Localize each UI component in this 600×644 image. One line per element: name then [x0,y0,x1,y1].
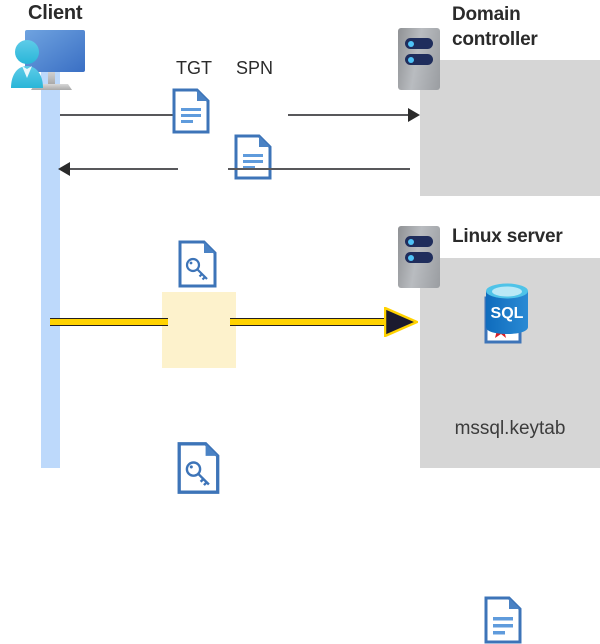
sql-database-icon: SQL [483,282,531,341]
rack-led [408,40,414,47]
service-ticket-highlight-box [162,292,236,368]
response-arrow-segment-left [70,168,178,170]
domain-controller-box [420,60,600,196]
response-arrow-head-icon [58,162,70,176]
domain-controller-title-line1: Domain [452,4,521,25]
linux-server-rack-icon [398,226,440,288]
service-ticket-arrow-segment-right [230,318,394,326]
rack-led [408,238,414,245]
request-arrow-segment-right [288,114,410,116]
domain-controller-title-line2: controller [452,29,538,50]
keytab-file-label: mssql.keytab [454,418,566,439]
tgt-text-document-icon [172,88,600,134]
service-ticket-arrow-segment-left [50,318,168,326]
client-lifeline [41,68,60,468]
client-title: Client [28,2,83,24]
keytab-document-icon [484,596,600,644]
sql-database-label: SQL [491,305,524,322]
rack-bar [405,236,433,247]
spn-text-document-icon [234,134,600,180]
request-arrow-head-icon [408,108,420,122]
domain-controller-title: Domain controller [452,2,600,52]
response-key-document-icon [178,240,600,288]
rack-bar [405,54,433,65]
rack-led [408,56,414,63]
workstation-user-icon [2,26,98,100]
response-arrow-segment-right [228,168,410,170]
rack-bar [405,252,433,263]
request-arrow-segment-left [60,114,178,116]
rack-bar [405,38,433,49]
tgt-label: TGT [176,58,212,78]
service-ticket-key-document-icon [177,440,600,496]
rack-led [408,254,414,261]
domain-controller-server-rack-icon [398,28,440,90]
spn-label: SPN [236,58,274,78]
service-ticket-arrow-head-icon [383,306,421,338]
linux-server-title: Linux server [452,226,563,247]
